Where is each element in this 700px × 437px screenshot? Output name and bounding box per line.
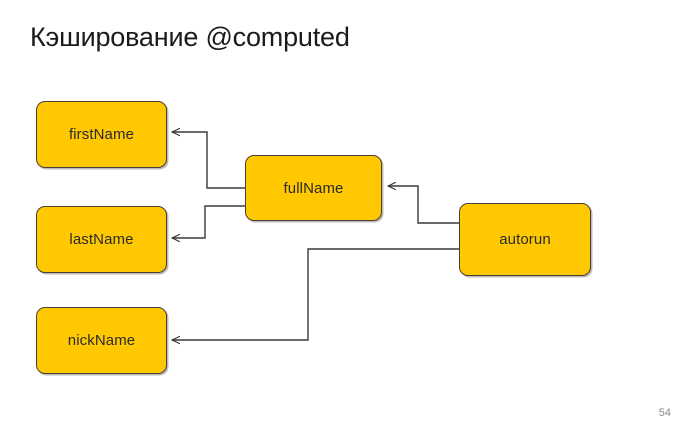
- node-nickname[interactable]: nickName: [36, 307, 167, 374]
- node-firstname-label: firstName: [68, 126, 135, 143]
- page-title: Кэширование @computed: [30, 22, 350, 52]
- node-autorun[interactable]: autorun: [459, 203, 591, 276]
- node-lastname-label: lastName: [69, 231, 134, 248]
- edge-autorun-to-fullname: [388, 186, 459, 224]
- edge-autorun-to-nickname: [172, 248, 459, 340]
- edge-fullname-to-lastname: [172, 205, 245, 238]
- edge-fullname-to-firstname: [172, 132, 245, 189]
- node-autorun-label: autorun: [499, 231, 551, 248]
- node-nickname-label: nickName: [67, 332, 136, 349]
- node-lastname[interactable]: lastName: [36, 206, 167, 273]
- node-fullname[interactable]: fullName: [245, 155, 382, 221]
- node-firstname[interactable]: firstName: [36, 101, 167, 168]
- node-fullname-label: fullName: [283, 179, 344, 197]
- page-number: 54: [658, 407, 671, 419]
